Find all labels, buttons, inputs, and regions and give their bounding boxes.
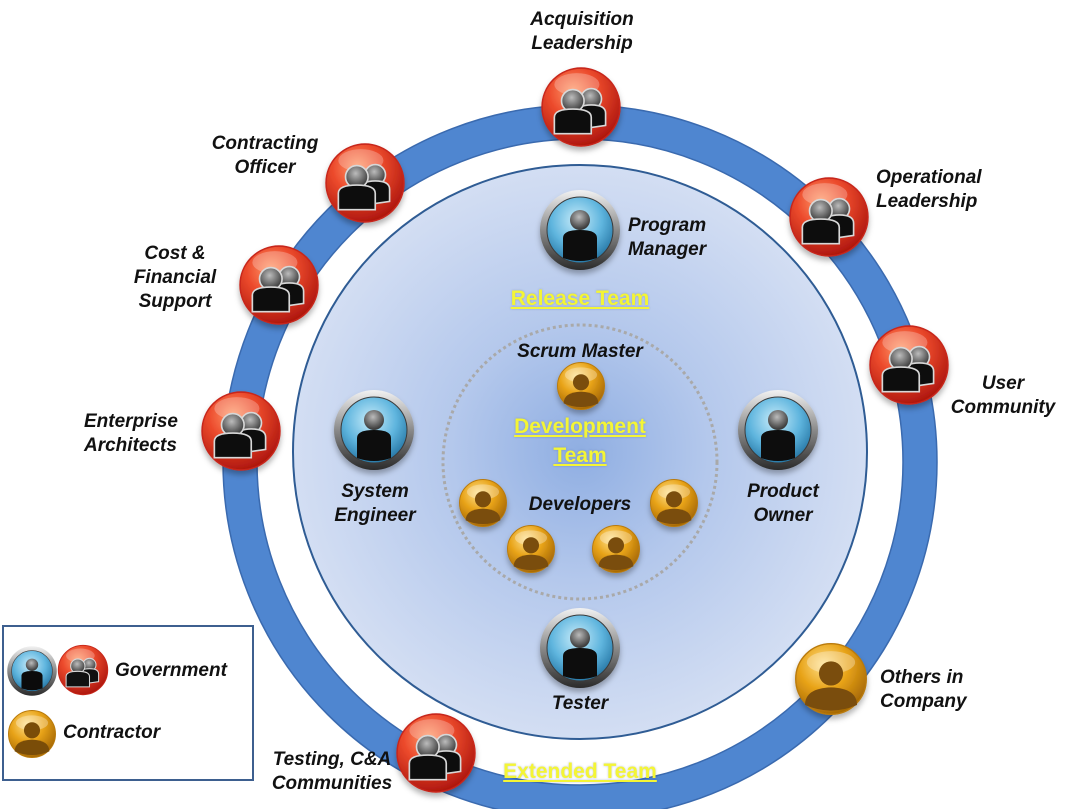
extended-team-title: Extended Team (503, 760, 657, 783)
label-line: User (981, 373, 1025, 394)
label-line: Contracting (211, 133, 319, 154)
label-line: Engineer (334, 505, 416, 526)
acquisition-leadership-icon (541, 67, 621, 147)
program-manager-icon (539, 189, 621, 271)
label-line: Owner (753, 505, 813, 526)
tester-icon (539, 607, 621, 689)
title-line: Development (514, 415, 646, 438)
label-line: Enterprise (84, 411, 178, 432)
label-line: Testing, C&A (272, 749, 392, 770)
label-line: Company (880, 691, 967, 712)
label-line: Others in (880, 667, 964, 688)
label-line: Officer (234, 157, 296, 178)
operational-leadership-icon (789, 177, 869, 257)
title-line: Team (553, 444, 607, 467)
release-team-title: Release Team (510, 287, 650, 310)
label-line: Program (628, 215, 707, 236)
product-owner-label: Product Owner (728, 480, 838, 528)
label-line: Financial (133, 267, 217, 288)
label-line: Communities (271, 773, 393, 794)
label-line: Acquisition (530, 9, 634, 30)
operational-leadership-label: Operational Leadership (876, 166, 982, 214)
others-in-company-icon (795, 643, 867, 715)
developer-icon (507, 525, 555, 573)
contracting-officer-icon (325, 143, 405, 223)
scrum-master-icon (557, 362, 605, 410)
testing-ca-communities-icon (396, 713, 476, 793)
enterprise-architects-label: Enterprise Architects (84, 410, 178, 458)
legend-government-label: Government (115, 660, 227, 681)
legend (2, 625, 254, 781)
release-team-circle (292, 164, 868, 740)
acquisition-leadership-label: Acquisition Leadership (520, 8, 644, 56)
developer-icon (650, 479, 698, 527)
cost-financial-support-icon (239, 245, 319, 325)
label-line: Support (138, 291, 212, 312)
label-line: Leadership (531, 33, 633, 54)
label-line: Leadership (876, 191, 978, 212)
label-line: System (341, 481, 409, 502)
program-manager-label: Program Manager (628, 214, 706, 262)
label-line: Cost & (144, 243, 206, 264)
others-in-company-label: Others in Company (880, 666, 967, 714)
label-line: Operational (876, 167, 982, 188)
tester-label: Tester (551, 693, 609, 714)
label-line: Architects (84, 435, 177, 456)
label-line: Community (950, 397, 1056, 418)
developers-label: Developers (528, 494, 632, 515)
developer-icon (592, 525, 640, 573)
development-team-circle (441, 323, 719, 601)
label-line: Product (747, 481, 819, 502)
contracting-officer-label: Contracting Officer (204, 132, 326, 180)
system-engineer-label: System Engineer (320, 480, 430, 528)
testing-ca-communities-label: Testing, C&A Communities (262, 748, 402, 796)
enterprise-architects-icon (201, 391, 281, 471)
developer-icon (459, 479, 507, 527)
user-community-icon (869, 325, 949, 405)
development-team-title: Development Team (480, 412, 680, 470)
system-engineer-icon (333, 389, 415, 471)
product-owner-icon (737, 389, 819, 471)
scrum-master-label: Scrum Master (517, 341, 643, 362)
cost-financial-support-label: Cost & Financial Support (124, 242, 226, 314)
legend-contractor-label: Contractor (63, 722, 161, 743)
user-community-label: User Community (944, 372, 1062, 420)
label-line: Manager (628, 239, 707, 260)
